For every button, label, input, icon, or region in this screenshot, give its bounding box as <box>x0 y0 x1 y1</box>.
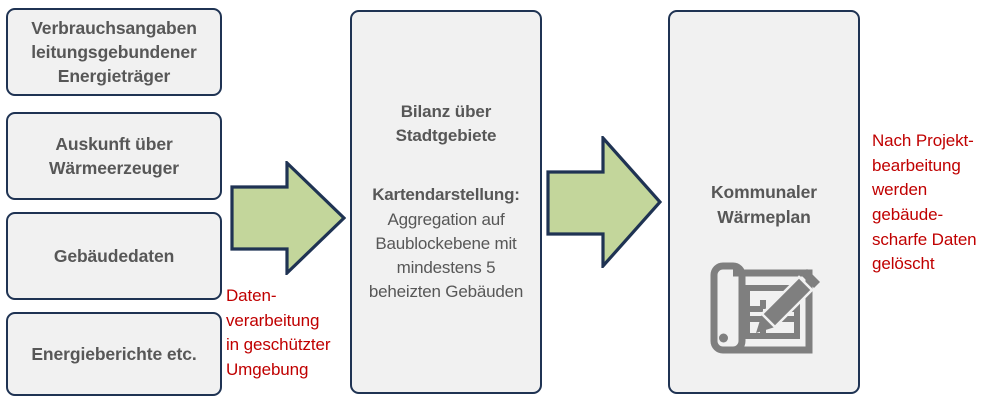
input-box-auskunft-waermeerzeuger: Auskunft über Wärmeerzeuger <box>6 112 222 200</box>
note-line: in geschützter <box>226 335 331 355</box>
input-box-line: Verbrauchsangaben <box>31 17 197 38</box>
arrow-process-to-output <box>546 133 663 271</box>
process-box-bilanz: Bilanz über Stadtgebiete Kartendarstellu… <box>350 10 542 394</box>
output-headline: Kommunaler Wärmeplan <box>711 180 817 230</box>
process-body-line: beheizten Gebäuden <box>368 282 524 302</box>
note-line: gelöscht <box>872 254 935 274</box>
input-box-line: Wärmeerzeuger <box>48 158 179 178</box>
process-body: Aggregation auf Baublockebene mit mindes… <box>369 208 523 305</box>
output-box-waermeplan: Kommunaler Wärmeplan <box>668 10 860 394</box>
note-line: Daten- <box>226 286 277 305</box>
process-body-line: mindestens 5 <box>396 257 496 277</box>
note-line: scharfe Daten <box>872 229 977 249</box>
input-box-line: Energieberichte etc. <box>31 343 197 364</box>
input-box-line: Energieträger <box>57 66 171 87</box>
input-box-verbrauchsangaben: Verbrauchsangaben leitungsgebundener Ene… <box>6 8 222 96</box>
input-box-gebaeudedaten: Gebäudedaten <box>6 212 222 300</box>
input-box-line: leitungsgebundener <box>31 41 197 62</box>
note-datenloeschung: Nach Projekt- bearbeitung werden gebäude… <box>872 129 996 277</box>
process-subtitle: Kartendarstellung: <box>372 185 520 205</box>
output-headline-line: Wärmeplan <box>717 206 811 227</box>
note-datenverarbeitung: Daten- verarbeitung in geschützter Umgeb… <box>226 284 350 383</box>
note-line: Nach Projekt- <box>872 131 974 150</box>
note-line: gebäude- <box>872 204 944 224</box>
note-line: Umgebung <box>226 359 309 379</box>
blueprint-pencil-icon <box>705 256 823 360</box>
input-box-energieberichte: Energieberichte etc. <box>6 312 222 396</box>
arrow-inputs-to-process <box>230 159 347 277</box>
process-headline-line: Bilanz über <box>400 101 492 121</box>
note-line: verarbeitung <box>226 310 320 330</box>
input-box-line: Auskunft über <box>55 133 173 154</box>
arrow-right-icon <box>230 159 347 277</box>
process-body-line: Aggregation auf <box>387 209 505 229</box>
arrow-right-icon <box>546 133 663 271</box>
note-line: werden <box>872 180 928 200</box>
process-headline: Bilanz über Stadtgebiete <box>396 100 497 149</box>
input-box-line: Gebäudedaten <box>53 245 175 266</box>
output-headline-line: Kommunaler <box>711 182 817 202</box>
process-body-line: Baublockebene mit <box>375 233 517 253</box>
note-line: bearbeitung <box>872 155 961 175</box>
process-headline-line: Stadtgebiete <box>395 126 497 146</box>
